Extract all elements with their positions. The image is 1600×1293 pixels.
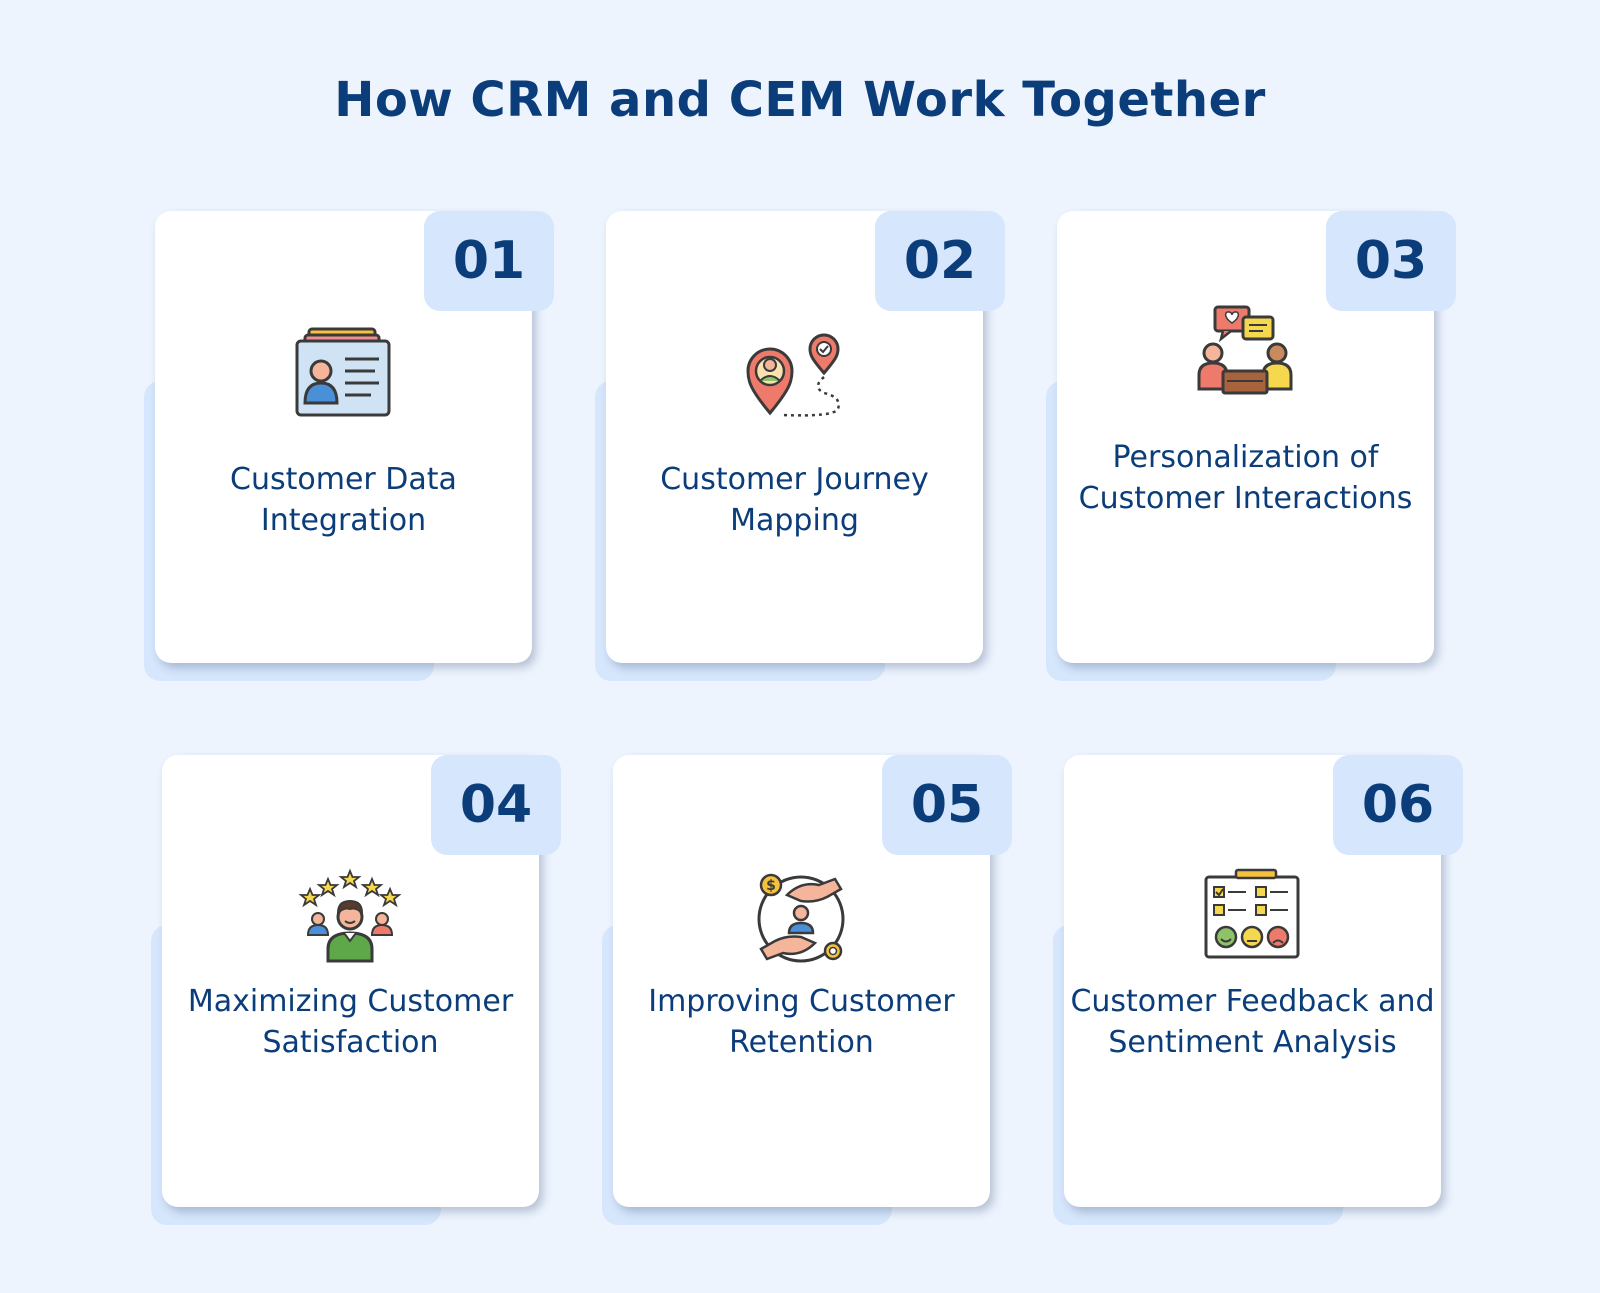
step-number-badge: 05 — [882, 755, 1012, 855]
card-label: Personalization of Customer Interactions — [1078, 440, 1413, 516]
card-label: Customer Data Integration — [230, 462, 457, 538]
feedback-survey-icon — [1200, 867, 1304, 971]
card-label: Customer Journey Mapping — [660, 462, 929, 538]
card-label: Improving Customer Retention — [648, 984, 955, 1060]
step-number-badge: 03 — [1326, 211, 1456, 311]
card-body: 02 Customer Journey Mapping — [606, 211, 1005, 663]
card-body: 04 Maximizing Customer Satisfaction — [162, 755, 561, 1207]
journey-map-pin-icon — [742, 323, 846, 427]
card-body: 03 Personalization of Customer Interacti… — [1057, 211, 1456, 663]
card-body: 05 $ Improving Customer Retention — [613, 755, 1012, 1207]
card-maximizing-customer-satisfaction: 04 Maximizing Customer Satisfaction — [151, 755, 561, 1225]
conversation-icon — [1193, 303, 1297, 407]
card-customer-feedback-and-sentiment-analysis: 06 Customer Feedbac — [1053, 755, 1463, 1225]
card-improving-customer-retention: 05 $ Improving Customer Retention — [602, 755, 1012, 1225]
card-customer-journey-mapping: 02 Customer Journey Mapping — [595, 211, 1005, 681]
step-number-badge: 01 — [424, 211, 554, 311]
card-customer-data-integration: 01 Customer Data Integration — [144, 211, 554, 681]
step-number-badge: 06 — [1333, 755, 1463, 855]
step-number-badge: 02 — [875, 211, 1005, 311]
retention-hands-icon: $ — [749, 867, 853, 971]
step-number-badge: 04 — [431, 755, 561, 855]
customer-stars-icon — [298, 867, 402, 971]
id-card-icon — [291, 323, 395, 427]
card-body: 01 Customer Data Integration — [155, 211, 554, 663]
card-label: Customer Feedback and Sentiment Analysis — [1070, 984, 1435, 1060]
card-label: Maximizing Customer Satisfaction — [187, 984, 514, 1060]
card-body: 06 Customer Feedbac — [1064, 755, 1463, 1207]
svg-text:$: $ — [766, 878, 776, 894]
card-personalization-of-customer-interactions: 03 Personalization of Customer Interacti… — [1046, 211, 1456, 681]
page-title: How CRM and CEM Work Together — [334, 72, 1266, 128]
